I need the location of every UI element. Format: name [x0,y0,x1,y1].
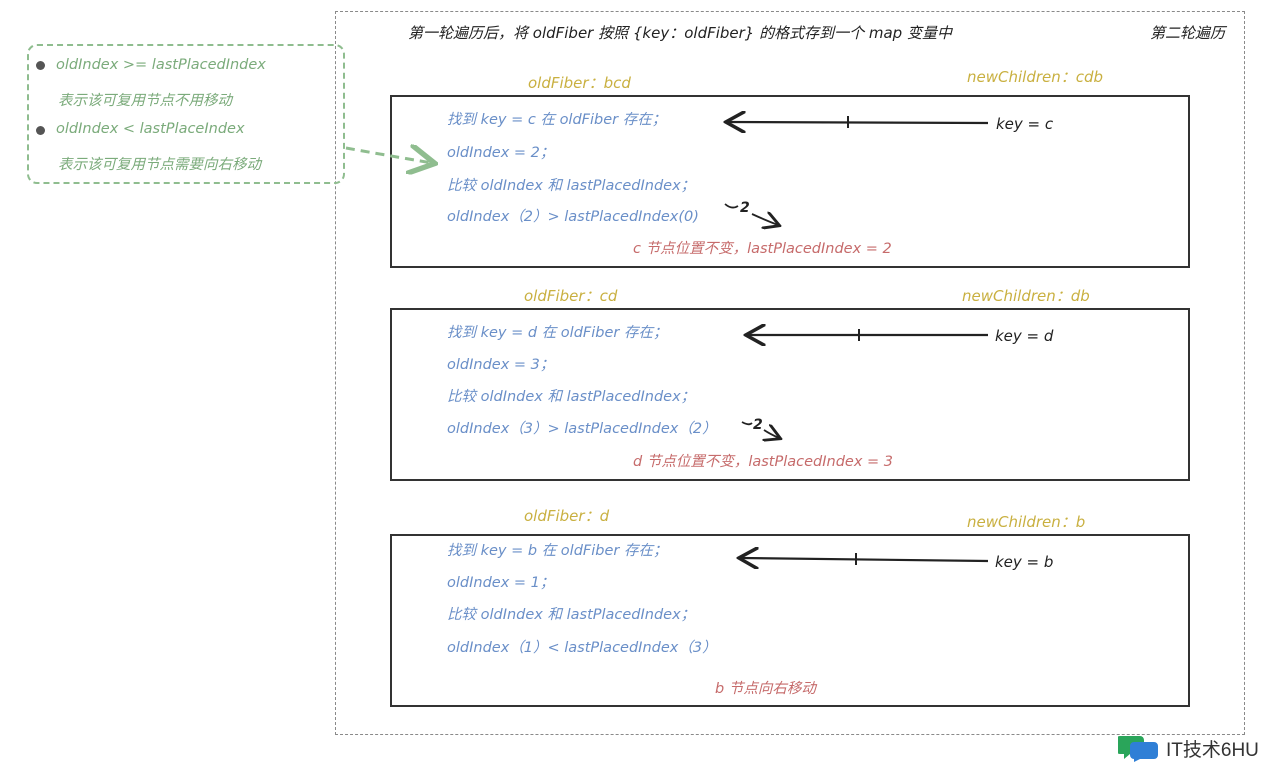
step-line: 比较 oldIndex 和 lastPlacedIndex； [447,178,696,194]
step-line: 找到 key = c 在 oldFiber 存在； [447,112,667,128]
bullet-icon [36,61,45,70]
compare-mark: 2 [753,417,763,433]
legend-box [27,44,345,184]
step-result: c 节点位置不变，lastPlacedIndex = 2 [633,241,892,257]
key-label: key = b [995,553,1054,571]
step-line: 找到 key = d 在 oldFiber 存在； [447,325,668,341]
step-line: oldIndex（1）< lastPlacedIndex（3） [447,640,717,656]
watermark-logo [1118,736,1158,762]
bullet-icon [36,126,45,135]
legend-rule-no-move: oldIndex >= lastPlacedIndex [56,57,266,73]
key-label: key = c [996,115,1054,133]
legend-rule-no-move-desc: 表示该可复用节点不用移动 [58,93,232,109]
old-fiber-label: oldFiber：cd [524,287,618,305]
legend-rule-move-right: oldIndex < lastPlaceIndex [56,121,245,137]
step-result: d 节点位置不变，lastPlacedIndex = 3 [633,454,893,470]
step-line: oldIndex（2）> lastPlacedIndex(0) [447,209,699,225]
second-round-frame [335,11,1245,735]
old-fiber-label: oldFiber：d [524,507,610,525]
new-children-label: newChildren：db [962,287,1090,305]
step-line: 比较 oldIndex 和 lastPlacedIndex； [447,389,696,405]
step-box-d [390,308,1190,481]
step-box-b [390,534,1190,707]
step-result: b 节点向右移动 [715,681,816,697]
map-caption: 第一轮遍历后，将 oldFiber 按照 {key：oldFiber} 的格式存… [408,24,952,42]
step-line: oldIndex = 3； [447,357,555,373]
new-children-label: newChildren：cdb [967,68,1104,86]
step-line: oldIndex（3）> lastPlacedIndex（2） [447,421,717,437]
step-line: 比较 oldIndex 和 lastPlacedIndex； [447,607,696,623]
step-line: oldIndex = 1； [447,575,555,591]
legend-rule-move-right-desc: 表示该可复用节点需要向右移动 [58,157,261,173]
step-box-c [390,95,1190,268]
step-line: 找到 key = b 在 oldFiber 存在； [447,543,668,559]
compare-mark: 2 [740,200,750,216]
watermark-text: IT技术6HU [1166,740,1259,761]
second-round-title: 第二轮遍历 [1150,24,1226,42]
step-line: oldIndex = 2； [447,145,555,161]
new-children-label: newChildren：b [967,513,1086,531]
key-label: key = d [995,327,1054,345]
old-fiber-label: oldFiber：bcd [528,74,631,92]
